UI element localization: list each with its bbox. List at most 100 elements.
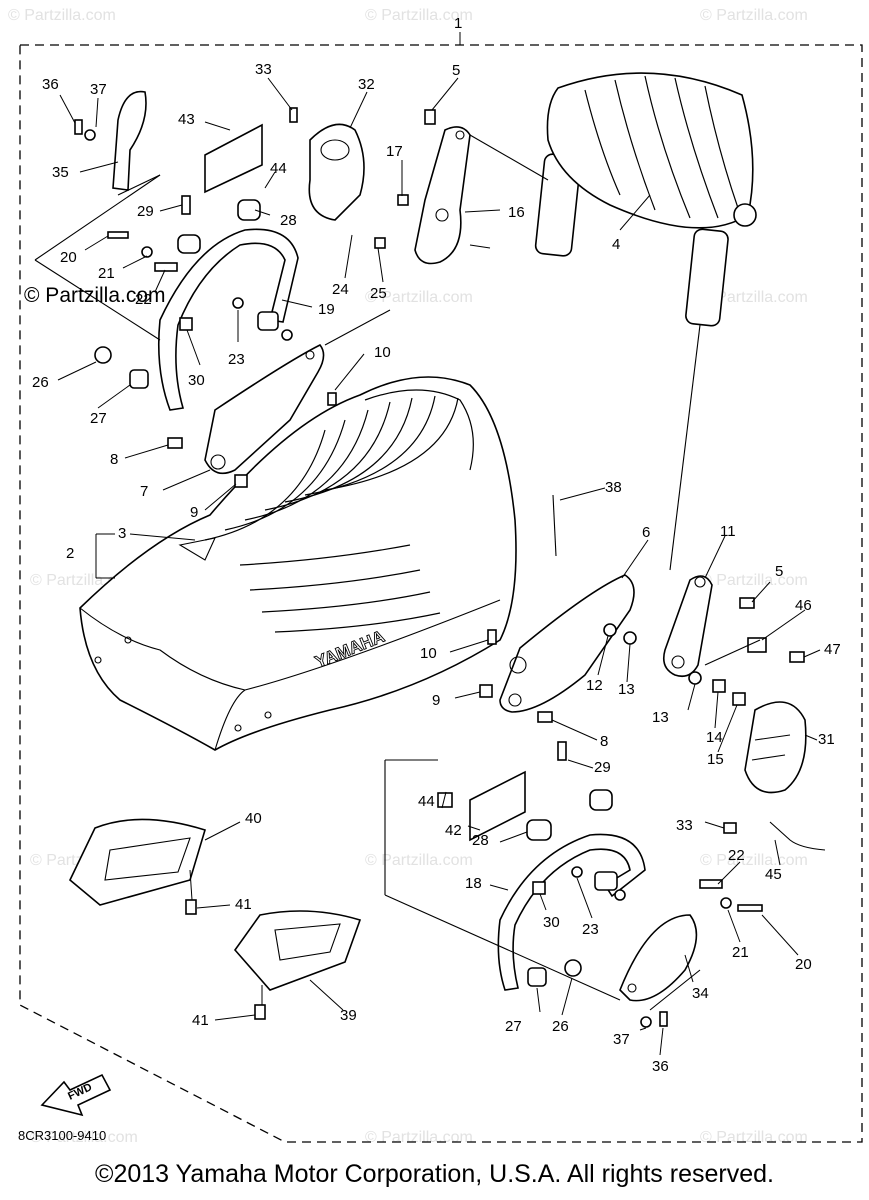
callout-14: 14: [706, 729, 723, 746]
callout-33b: 33: [676, 817, 693, 834]
callout-11: 11: [720, 523, 736, 540]
callout-34: 34: [692, 985, 709, 1002]
assembly-callout: 1: [454, 15, 462, 32]
part-40-tray: [69, 818, 206, 906]
callout-27b: 27: [505, 1018, 522, 1035]
callout-13b: 13: [652, 709, 669, 726]
callout-29b: 29: [594, 759, 611, 776]
callout-9b: 9: [432, 692, 440, 709]
copyright-notice: ©2013 Yamaha Motor Corporation, U.S.A. A…: [95, 1160, 774, 1188]
backrest-arm: [662, 575, 713, 678]
callout-28b: 28: [472, 832, 489, 849]
assembly-outline: [19, 44, 863, 1143]
callout-29: 29: [137, 203, 154, 220]
callout-30b: 30: [543, 914, 560, 931]
callout-41: 41: [235, 896, 252, 913]
callout-20b: 20: [795, 956, 812, 973]
callout-26: 26: [32, 374, 49, 391]
callout-41b: 41: [192, 1012, 209, 1029]
callout-37: 37: [90, 81, 107, 98]
part-34: [619, 914, 698, 1002]
callout-26b: 26: [552, 1018, 569, 1035]
part-39-pad: [233, 910, 362, 991]
callout-19: 19: [318, 301, 335, 318]
callout-44b: 44: [418, 793, 435, 810]
callout-25: 25: [370, 285, 387, 302]
hardware: [74, 107, 826, 1028]
callout-27: 27: [90, 410, 107, 427]
callout-7: 7: [140, 483, 148, 500]
callout-32: 32: [358, 76, 375, 93]
callout-18: 18: [465, 875, 482, 892]
callout-44: 44: [270, 160, 287, 177]
left-seat-bracket: [204, 343, 325, 475]
callout-37b: 37: [613, 1031, 630, 1048]
pin-38: [552, 494, 557, 557]
seat: YAMAHA: [79, 376, 517, 751]
callout-16: 16: [508, 204, 525, 221]
part-31: [744, 701, 807, 794]
callout-36b: 36: [652, 1058, 669, 1075]
callout-5: 5: [452, 62, 460, 79]
callout-12: 12: [586, 677, 603, 694]
right-seat-bracket: [499, 574, 635, 713]
callout-42: 42: [445, 822, 462, 839]
callout-22: 22: [135, 291, 152, 308]
callout-31: 31: [818, 731, 835, 748]
callout-17: 17: [386, 143, 403, 160]
bracket-16: [414, 126, 471, 265]
callout-43: 43: [178, 111, 195, 128]
callout-3: 3: [118, 525, 126, 542]
callouts: 2 3 4 5 5 6 7 8 8 9 9 10 10 11 12 13 13 …: [32, 61, 841, 1075]
part-32: [308, 123, 365, 221]
callout-22b: 22: [728, 847, 745, 864]
callout-23b: 23: [582, 921, 599, 938]
callout-8b: 8: [600, 733, 608, 750]
callout-35: 35: [52, 164, 69, 181]
callout-13: 13: [618, 681, 635, 698]
callout-4: 4: [612, 236, 620, 253]
watermark: © Partzilla.com: [700, 572, 808, 589]
watermark: © Partzilla.com: [700, 1129, 808, 1146]
watermark: © Partzilla.com: [700, 289, 808, 306]
callout-10b: 10: [420, 645, 437, 662]
callout-2: 2: [66, 545, 74, 562]
backrest: [534, 72, 757, 327]
callout-20: 20: [60, 249, 77, 266]
right-grab-bar: [497, 833, 646, 991]
watermark: © Partzilla.com: [365, 7, 473, 24]
callout-24: 24: [332, 281, 349, 298]
callout-39: 39: [340, 1007, 357, 1024]
watermark: © Partzilla.com: [365, 1129, 473, 1146]
callout-10: 10: [374, 344, 391, 361]
callout-33: 33: [255, 61, 272, 78]
callout-9: 9: [190, 504, 198, 521]
callout-28: 28: [280, 212, 297, 229]
drawing-code: 8CR3100-9410: [18, 1128, 107, 1143]
leader-lines: [34, 77, 821, 1056]
watermark: © Partzilla.com: [30, 1129, 138, 1146]
callout-8: 8: [110, 451, 118, 468]
callout-47: 47: [824, 641, 841, 658]
watermark: © Partzilla.com: [700, 7, 808, 24]
callout-40: 40: [245, 810, 262, 827]
watermark: © Partzilla.com: [365, 289, 473, 306]
callout-21b: 21: [732, 944, 749, 961]
callout-15: 15: [707, 751, 724, 768]
part-43-plate: [204, 123, 263, 194]
partzilla-watermark: © Partzilla.com: [24, 284, 166, 307]
callout-46: 46: [795, 597, 812, 614]
callout-5b: 5: [775, 563, 783, 580]
callout-21: 21: [98, 265, 115, 282]
callout-38: 38: [605, 479, 622, 496]
callout-6: 6: [642, 524, 650, 541]
forward-arrow: FWD: [40, 1073, 112, 1117]
watermark: © Partzilla.com: [8, 7, 116, 24]
callout-45: 45: [765, 866, 782, 883]
callout-30: 30: [188, 372, 205, 389]
part-35: [112, 90, 147, 191]
callout-23: 23: [228, 351, 245, 368]
left-grab-bar: [157, 228, 299, 411]
watermark: © Partzilla.com: [700, 852, 808, 869]
